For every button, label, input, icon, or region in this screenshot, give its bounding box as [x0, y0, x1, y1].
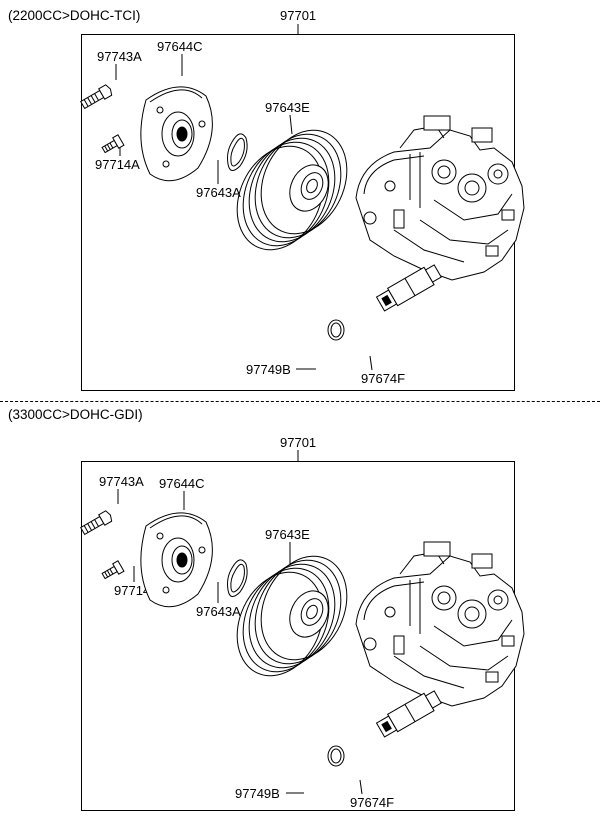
section-1-title: (2200CC>DOHC-TCI) — [8, 8, 141, 23]
section-1-screw-label[interactable]: 97714A — [95, 157, 140, 172]
section-2-assembly-label[interactable]: 97701 — [280, 435, 317, 450]
section-1-bolt-label[interactable]: 97743A — [97, 49, 142, 64]
section-1-sensor-label[interactable]: 97674F — [361, 371, 406, 386]
section-1-o-ring-label[interactable]: 97749B — [246, 362, 291, 377]
section-2-hub-label[interactable]: 97644C — [159, 476, 205, 491]
section-1-pulley-label[interactable]: 97643E — [265, 100, 310, 115]
section-2-bolt-label[interactable]: 97743A — [99, 474, 144, 489]
section-2-sensor-label[interactable]: 97674F — [350, 795, 395, 810]
section-2-title: (3300CC>DOHC-GDI) — [8, 407, 143, 422]
section-divider — [0, 401, 600, 402]
section-2-o-ring-label[interactable]: 97749B — [235, 786, 280, 801]
section-1-snap-ring-label[interactable]: 97643A — [196, 185, 241, 200]
section-1-hub-label[interactable]: 97644C — [157, 39, 203, 54]
section-2-pulley-label[interactable]: 97643E — [265, 527, 310, 542]
section-1-assembly-drawing — [79, 83, 525, 341]
section-2-assembly-drawing — [79, 509, 525, 767]
section-2-snap-ring-label[interactable]: 97643A — [196, 604, 241, 619]
section-1-assembly-label[interactable]: 97701 — [280, 8, 317, 23]
